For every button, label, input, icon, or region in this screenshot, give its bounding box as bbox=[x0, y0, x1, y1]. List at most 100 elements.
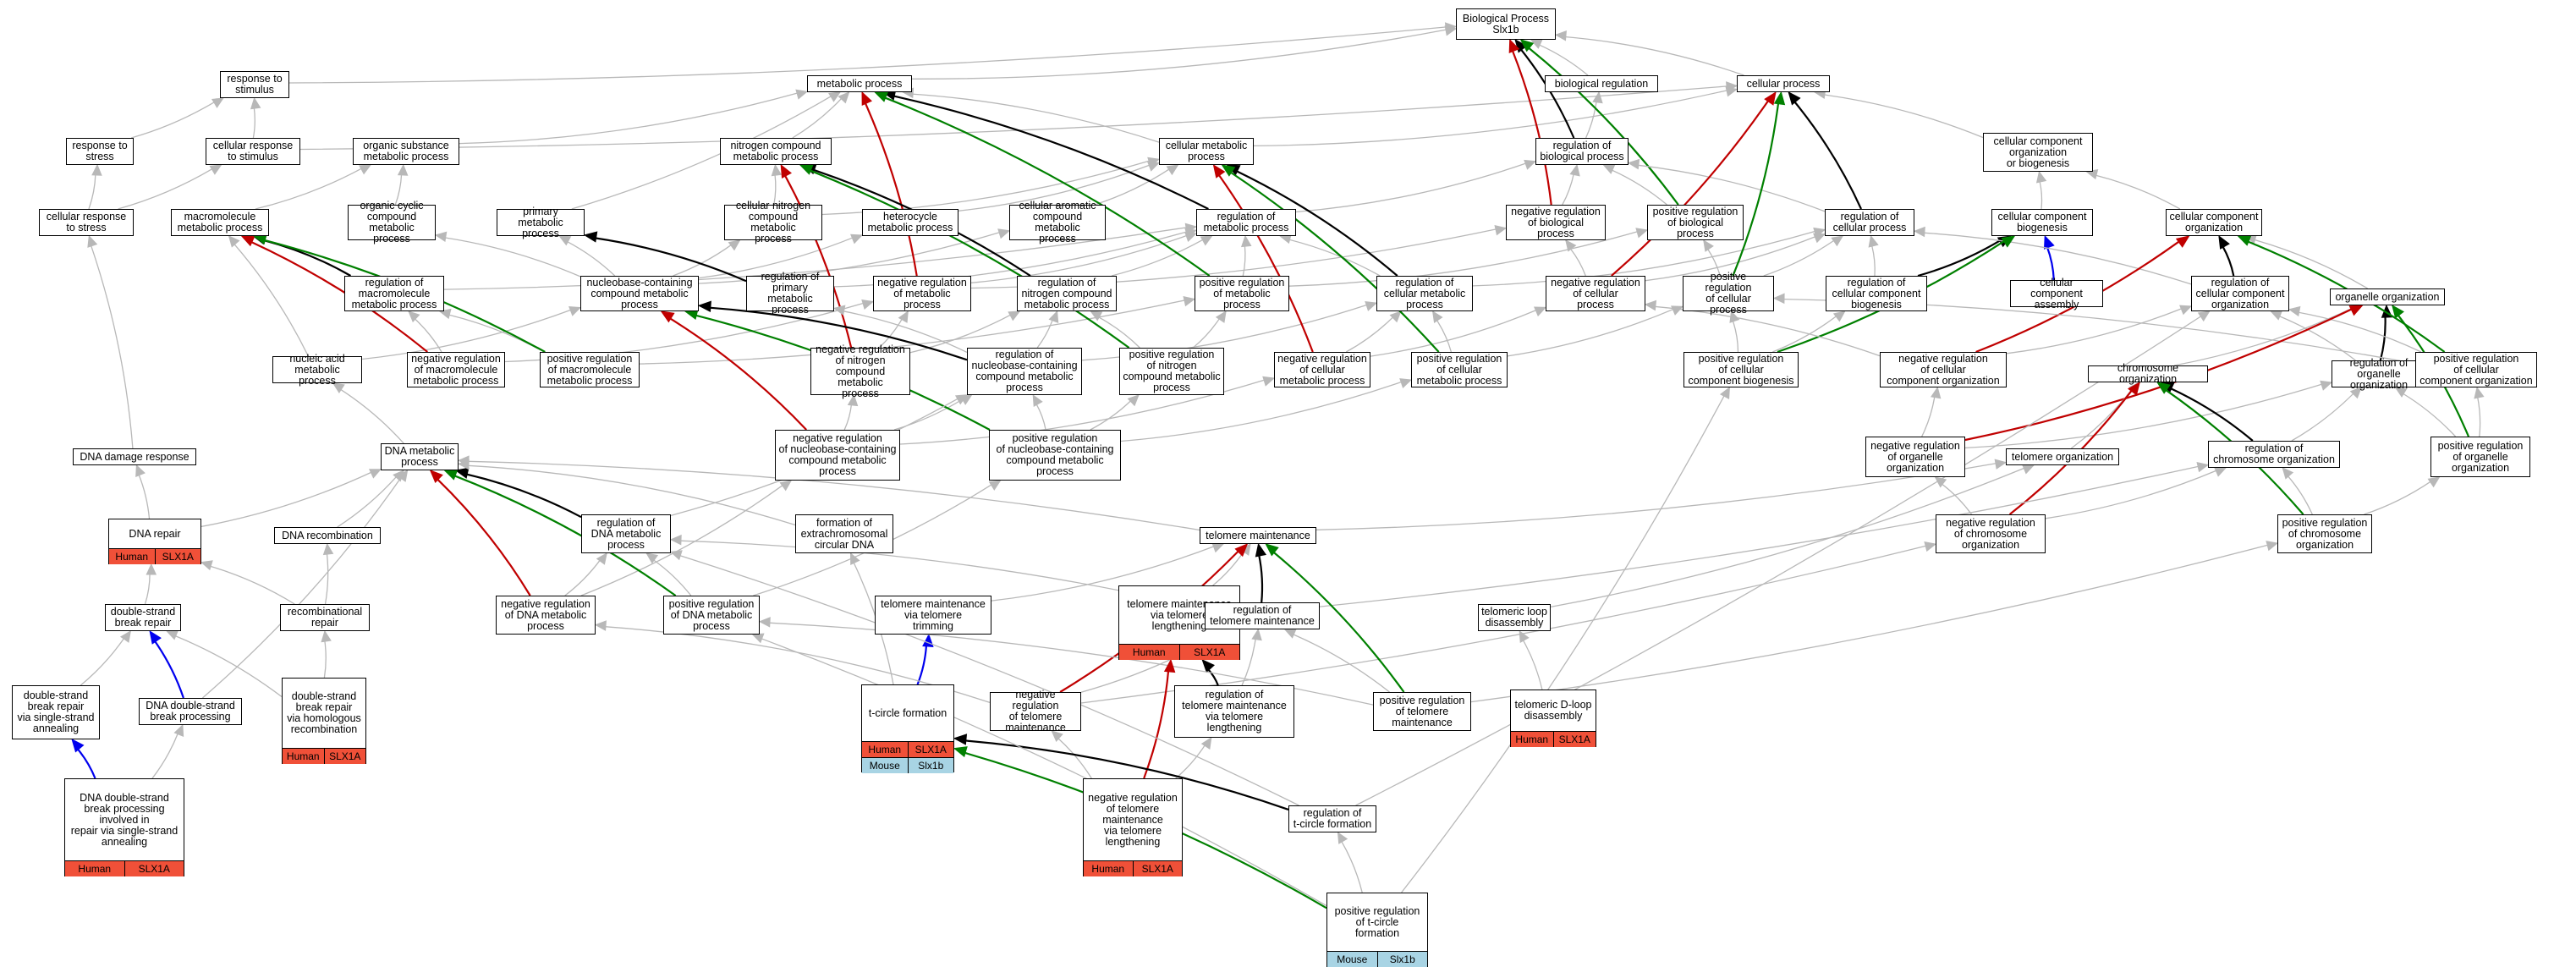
term-node-rcp[interactable]: regulation of cellular process bbox=[1825, 209, 1914, 236]
term-node-rtmtl[interactable]: regulation of telomere maintenance via t… bbox=[1174, 685, 1294, 738]
edge-arrowhead bbox=[438, 308, 452, 320]
edge-is-a-cmp-to-mp bbox=[911, 93, 1160, 143]
term-node-nrnbcmp[interactable]: negative regulation of nucleobase-contai… bbox=[775, 430, 900, 481]
term-node-tld[interactable]: telomeric loop disassembly bbox=[1478, 604, 1551, 631]
term-node-prtm[interactable]: positive regulation of telomere maintena… bbox=[1373, 692, 1471, 731]
term-label: heterocycle metabolic process bbox=[867, 211, 953, 234]
term-node-prcco[interactable]: positive regulation of cellular componen… bbox=[2415, 352, 2537, 387]
term-node-drec[interactable]: DNA recombination bbox=[274, 527, 381, 544]
term-node-prdmp[interactable]: positive regulation of DNA metabolic pro… bbox=[663, 596, 760, 635]
term-node-rcco[interactable]: regulation of cellular component organiz… bbox=[2191, 276, 2289, 311]
term-node-rchro[interactable]: regulation of chromosome organization bbox=[2208, 441, 2340, 468]
term-node-ncmp[interactable]: nitrogen compound metabolic process bbox=[720, 138, 832, 165]
term-node-rncmp[interactable]: regulation of nitrogen compound metaboli… bbox=[1017, 276, 1117, 311]
term-node-osmp[interactable]: organic substance metabolic process bbox=[353, 138, 459, 165]
term-node-cacmp[interactable]: cellular aromatic compound metabolic pro… bbox=[1009, 200, 1106, 244]
term-node-nroo[interactable]: negative regulation of organelle organiz… bbox=[1865, 437, 1965, 477]
term-node-nrmmp[interactable]: negative regulation of macromolecule met… bbox=[407, 352, 505, 387]
term-node-tmo[interactable]: telomere organization bbox=[2006, 448, 2119, 465]
term-node-dmp[interactable]: DNA metabolic process bbox=[381, 443, 459, 470]
term-label: Biological Process Slx1b bbox=[1462, 12, 1550, 36]
term-node-prmp[interactable]: positive regulation of metabolic process bbox=[1195, 276, 1289, 311]
edge-arrowhead bbox=[874, 91, 889, 102]
term-label: cellular component organization bbox=[2169, 211, 2259, 234]
term-node-rdmp[interactable]: regulation of DNA metabolic process bbox=[581, 514, 671, 553]
term-node-tm[interactable]: telomere maintenance bbox=[1200, 527, 1316, 544]
term-node-nrtmtl[interactable]: negative regulation of telomere maintena… bbox=[1083, 778, 1183, 876]
term-node-nrcco[interactable]: negative regulation of cellular componen… bbox=[1880, 352, 2007, 387]
term-node-oo[interactable]: organelle organization bbox=[2330, 288, 2445, 305]
term-node-nrtm[interactable]: negative regulation of telomere maintena… bbox=[990, 690, 1081, 733]
term-node-nrchro[interactable]: negative regulation of chromosome organi… bbox=[1936, 514, 2046, 553]
term-node-nrcmp[interactable]: negative regulation of cellular metaboli… bbox=[1274, 352, 1370, 387]
term-node-ddr[interactable]: DNA damage response bbox=[73, 448, 196, 465]
term-node-crstress[interactable]: cellular response to stress bbox=[39, 209, 134, 236]
edge-arrowhead bbox=[2197, 310, 2211, 322]
term-node-rbp[interactable]: regulation of biological process bbox=[1535, 138, 1629, 165]
term-node-breg[interactable]: biological regulation bbox=[1545, 75, 1658, 92]
term-node-ccob[interactable]: cellular component organization or bioge… bbox=[1983, 133, 2093, 172]
term-node-rtstress[interactable]: response to stress bbox=[66, 138, 134, 165]
term-node-prmmp[interactable]: positive regulation of macromolecule met… bbox=[540, 352, 640, 387]
term-node-prncmp[interactable]: positive regulation of nitrogen compound… bbox=[1119, 348, 1224, 395]
term-node-rts[interactable]: response to stimulus bbox=[220, 71, 289, 98]
term-node-dsbr[interactable]: double-strand break repair bbox=[105, 604, 181, 631]
term-node-rccb[interactable]: regulation of cellular component biogene… bbox=[1826, 276, 1927, 311]
term-node-nrncmp[interactable]: negative regulation of nitrogen compound… bbox=[810, 343, 910, 398]
term-node-cho[interactable]: chromosome organization bbox=[2088, 363, 2208, 385]
term-node-cco[interactable]: cellular component organization bbox=[2166, 209, 2262, 236]
term-node-rmp[interactable]: regulation of metabolic process bbox=[1196, 209, 1296, 236]
term-node-crs[interactable]: cellular response to stimulus bbox=[206, 138, 300, 165]
term-node-ddsbp[interactable]: DNA double-strand break processing bbox=[139, 698, 242, 725]
edge-is-a-prnbcmp-to-prncmp bbox=[1090, 399, 1132, 431]
term-node-prtcf[interactable]: positive regulation of t-circle formatio… bbox=[1326, 893, 1428, 967]
term-node-rtm[interactable]: regulation of telomere maintenance bbox=[1205, 602, 1320, 629]
term-node-fecd[interactable]: formation of extrachromosomal circular D… bbox=[795, 514, 893, 553]
term-node-prcp[interactable]: positive regulation of cellular process bbox=[1683, 272, 1774, 316]
term-label: regulation of cellular component organiz… bbox=[2195, 276, 2285, 310]
term-node-rmmp[interactable]: regulation of macromolecule metabolic pr… bbox=[344, 276, 444, 311]
term-node-ddsbpssa[interactable]: DNA double-strand break processing invol… bbox=[64, 778, 184, 876]
term-node-rpmp[interactable]: regulation of primary metabolic process bbox=[746, 272, 834, 316]
term-node-prnbcmp[interactable]: positive regulation of nucleobase-contai… bbox=[989, 430, 1121, 481]
term-node-occmp[interactable]: organic cyclic compound metabolic proces… bbox=[348, 201, 436, 244]
term-node-cncmp[interactable]: cellular nitrogen compound metabolic pro… bbox=[724, 201, 822, 244]
term-node-cp[interactable]: cellular process bbox=[1737, 75, 1830, 92]
term-node-roo[interactable]: regulation of organelle organization bbox=[2332, 357, 2426, 390]
edge-part-of-cca-to-ccb bbox=[2046, 246, 2055, 281]
term-node-nrmp[interactable]: negative regulation of metabolic process bbox=[873, 276, 971, 311]
term-node-dsbrssa[interactable]: double-strand break repair via single-st… bbox=[12, 685, 100, 739]
term-node-ccb[interactable]: cellular component biogenesis bbox=[1991, 209, 2093, 236]
term-node-cmp[interactable]: cellular metabolic process bbox=[1159, 138, 1254, 165]
term-node-prbp[interactable]: positive regulation of biological proces… bbox=[1647, 205, 1744, 240]
term-node-tmtt[interactable]: telomere maintenance via telomere trimmi… bbox=[875, 596, 991, 635]
term-node-mmp[interactable]: macromolecule metabolic process bbox=[171, 209, 269, 236]
term-node-rtcf[interactable]: regulation of t-circle formation bbox=[1288, 805, 1376, 832]
term-label: cellular aromatic compound metabolic pro… bbox=[1019, 200, 1096, 244]
term-node-prccb[interactable]: positive regulation of cellular componen… bbox=[1683, 352, 1799, 387]
term-node-namp[interactable]: nucleic acid metabolic process bbox=[272, 353, 362, 386]
term-node-dsbrhr[interactable]: double-strand break repair via homologou… bbox=[282, 678, 366, 764]
term-node-prchro[interactable]: positive regulation of chromosome organi… bbox=[2277, 514, 2372, 553]
term-node-rrep[interactable]: recombinational repair bbox=[280, 604, 370, 631]
term-node-bp[interactable]: Biological Process Slx1b bbox=[1456, 8, 1556, 40]
term-node-rcmp[interactable]: regulation of cellular metabolic process bbox=[1376, 276, 1473, 311]
term-node-nbcmp[interactable]: nucleobase-containing compound metabolic… bbox=[580, 276, 699, 311]
term-node-nrdmp[interactable]: negative regulation of DNA metabolic pro… bbox=[496, 596, 596, 635]
edge-arrowhead bbox=[1831, 235, 1844, 247]
term-node-pmp[interactable]: primary metabolic process bbox=[497, 206, 585, 239]
term-label: biological regulation bbox=[1554, 77, 1649, 90]
term-node-hmp[interactable]: heterocycle metabolic process bbox=[862, 209, 958, 236]
term-node-prcmp[interactable]: positive regulation of cellular metaboli… bbox=[1411, 352, 1508, 387]
term-node-mp[interactable]: metabolic process bbox=[807, 75, 912, 92]
term-node-nrbp[interactable]: negative regulation of biological proces… bbox=[1506, 205, 1606, 240]
term-node-proo[interactable]: positive regulation of organelle organiz… bbox=[2430, 437, 2530, 477]
term-node-rnbcmp[interactable]: regulation of nucleobase-containing comp… bbox=[967, 348, 1082, 395]
term-node-nrcp[interactable]: negative regulation of cellular process bbox=[1546, 276, 1645, 311]
term-label: telomeric D-loop disassembly bbox=[1514, 699, 1592, 722]
term-node-cca[interactable]: cellular component assembly bbox=[2010, 277, 2103, 310]
